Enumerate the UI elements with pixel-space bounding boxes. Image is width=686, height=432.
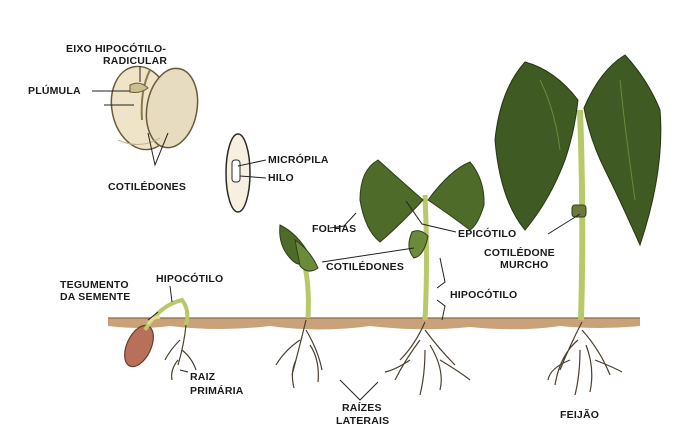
label-hipocotilo-plant: HIPOCÓTILO [450,288,517,301]
label-hipocotilo-seedling: HIPOCÓTILO [156,272,223,285]
label-cotiledone-murcho-1: COTILÉDONE [484,246,555,259]
label-cotiledones-plant: COTILÉDONES [326,260,404,273]
label-micropila: MICRÓPILA [268,153,329,166]
mature-bean-plant [495,55,661,395]
label-raizes-1: RAÍZES [342,401,382,414]
label-eixo-hipocotilo-line2: RADICULAR [103,55,167,67]
label-raizes-2: LATERAIS [336,415,389,427]
label-tegumento-2: DA SEMENTE [60,291,130,303]
label-plumula: PLÚMULA [28,84,81,97]
label-raiz-1: RAIZ [190,371,216,383]
label-hilo: HILO [268,172,294,184]
seedling-first-leaves [360,160,484,395]
opened-seed-illustration [104,61,204,156]
label-raiz-2: PRIMÁRIA [190,384,244,397]
label-folhas: FOLHAS [312,223,356,235]
label-epicotilo: EPICÓTILO [458,227,516,240]
label-cotiledones-seed: COTILÉDONES [108,180,186,193]
seedling-hook-stage [276,225,322,388]
label-tegumento-1: TEGUMENTO [60,279,129,291]
label-eixo-hipocotilo-line1: EIXO HIPOCÓTILO- [66,42,166,55]
label-cotiledone-murcho-2: MURCHO [500,259,548,271]
seed-micropyle-illustration [226,134,250,212]
label-feijao: FEIJÃO [560,408,599,421]
